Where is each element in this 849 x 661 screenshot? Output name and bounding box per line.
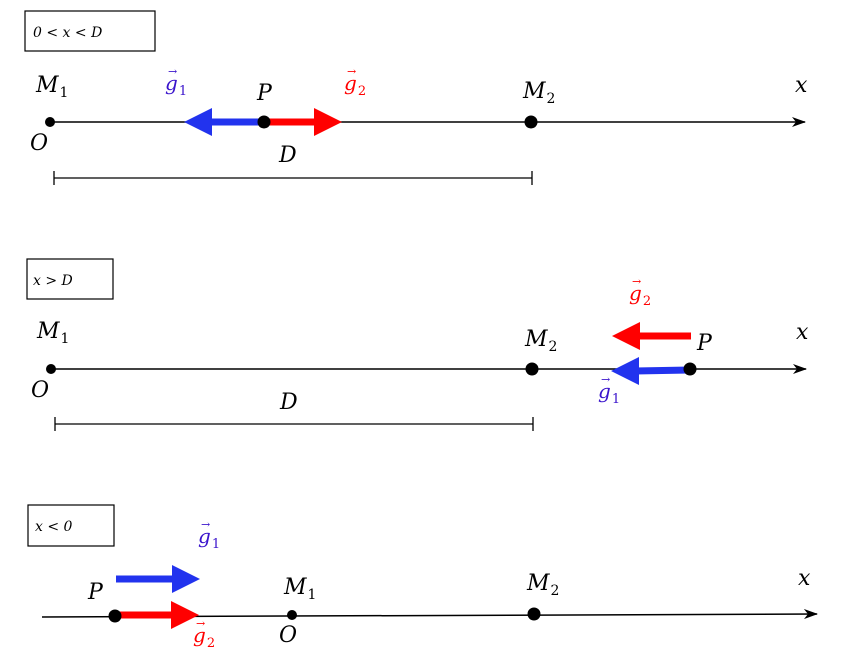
label-m1: M1 [35, 73, 68, 101]
point-m2 [527, 607, 541, 621]
label-o: O [30, 131, 48, 156]
svg-text:→: → [601, 373, 610, 386]
origin-point [287, 610, 297, 620]
origin-point [45, 117, 55, 127]
g1-vector-arrow [116, 565, 200, 593]
g2-vector-arrow [263, 108, 342, 136]
distance-d-bracket [54, 417, 534, 431]
panel-bottom: x < 0 P M1 O M2 x g1 → g2 → [27, 504, 818, 651]
label-g1: g1 → [165, 65, 187, 99]
label-g2: g2 → [193, 617, 215, 651]
label-p: P [256, 81, 273, 106]
label-g1: g1 → [198, 518, 220, 552]
label-x: x [795, 73, 808, 98]
g1-vector-arrow [184, 108, 263, 136]
panel-middle: x > D M1 O M2 P x D g2 → g1 → [26, 258, 809, 431]
label-d: D [278, 143, 297, 168]
label-m2: M2 [526, 571, 559, 599]
label-g2: g2 → [344, 65, 366, 99]
label-d: D [279, 390, 298, 415]
point-p [257, 115, 271, 129]
panel-top: 0 < x < D M1 O P M2 x D g1 → g2 → [24, 10, 808, 185]
label-m1: M1 [36, 319, 69, 347]
label-g1: g1 → [598, 373, 620, 407]
svg-text:→: → [196, 617, 205, 630]
svg-text:→: → [347, 65, 356, 78]
svg-text:→: → [168, 65, 177, 78]
origin-point [46, 364, 56, 374]
g1-vector-arrow [611, 357, 691, 385]
label-p: P [696, 331, 713, 356]
label-g2: g2 → [629, 275, 651, 309]
case-box [27, 504, 115, 547]
label-p: P [87, 580, 104, 605]
case-label: 0 < x < D [33, 25, 102, 41]
svg-text:g2: g2 [193, 623, 215, 651]
svg-text:→: → [632, 275, 641, 288]
svg-text:g1: g1 [198, 524, 220, 552]
case-box [24, 10, 156, 52]
point-p [108, 609, 122, 623]
case-label: x < 0 [35, 519, 73, 535]
case-label: x > D [33, 273, 73, 289]
label-x: x [796, 320, 809, 345]
distance-d-bracket [53, 171, 533, 185]
point-p [683, 362, 697, 376]
case-box [26, 258, 114, 300]
g2-vector-arrow [612, 322, 691, 350]
point-m2 [524, 115, 538, 129]
svg-text:g2: g2 [629, 281, 651, 309]
label-m2: M2 [524, 327, 557, 355]
svg-text:→: → [201, 518, 210, 531]
label-o: O [31, 378, 49, 403]
point-m2 [525, 362, 539, 376]
label-o: O [279, 623, 297, 648]
svg-text:g1: g1 [165, 71, 187, 99]
label-m1: M1 [283, 575, 316, 603]
svg-text:g1: g1 [598, 379, 620, 407]
svg-text:g2: g2 [344, 71, 366, 99]
label-m2: M2 [522, 79, 555, 107]
label-x: x [798, 566, 811, 591]
g2-vector-arrow [115, 601, 199, 629]
